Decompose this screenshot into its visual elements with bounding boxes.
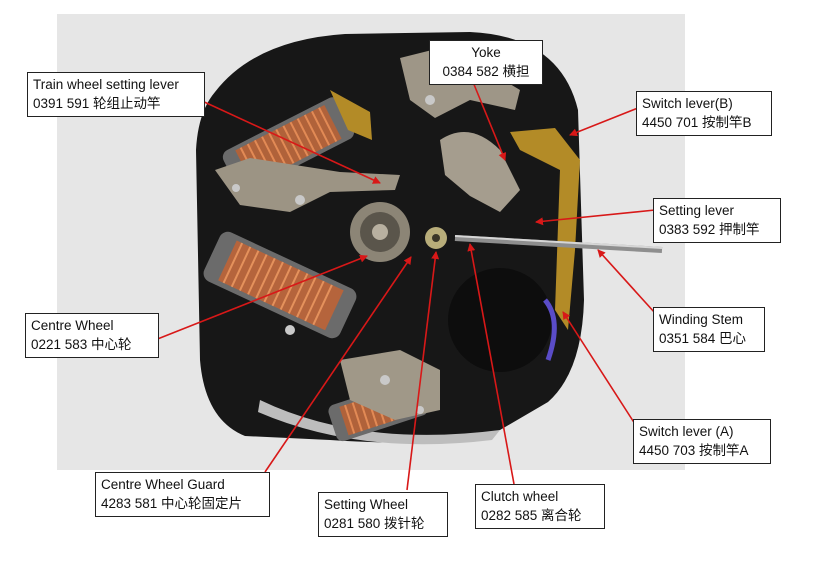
callout-switch-lever-b: Switch lever(B) 4450 701 按制竿B (636, 91, 772, 136)
callout-setting-lever-code: 0383 592 押制竿 (659, 222, 760, 237)
arrow-setting-wheel (406, 251, 440, 491)
callout-switch-lever-a-code: 4450 703 按制竿A (639, 443, 749, 458)
battery-shape (448, 268, 552, 372)
arrow-winding-stem (597, 249, 656, 314)
arrow-switch-lever-b (569, 107, 639, 137)
callout-switch-lever-a-name: Switch lever (A) (639, 424, 734, 439)
callout-train-wheel-setting-lever-name: Train wheel setting lever (33, 77, 179, 92)
callout-setting-wheel-name: Setting Wheel (324, 497, 409, 512)
callout-winding-stem-code: 0351 584 巴心 (659, 331, 747, 346)
callout-centre-wheel-guard-name: Centre Wheel Guard (101, 477, 225, 492)
callout-setting-lever: Setting lever 0383 592 押制竿 (653, 198, 781, 243)
arrow-train-wheel-setting-lever (199, 99, 381, 184)
callout-yoke-code: 0384 582 横担 (442, 64, 530, 79)
arrow-clutch-wheel (467, 243, 515, 485)
callout-clutch-wheel-code: 0282 585 离合轮 (481, 508, 582, 523)
callout-switch-lever-a: Switch lever (A) 4450 703 按制竿A (633, 419, 771, 464)
switch-lever-shape (330, 90, 372, 140)
callout-clutch-wheel: Clutch wheel 0282 585 离合轮 (475, 484, 605, 529)
arrow-centre-wheel-guard (264, 256, 412, 473)
callout-centre-wheel-code: 0221 583 中心轮 (31, 337, 132, 352)
callout-switch-lever-b-code: 4450 701 按制竿B (642, 115, 752, 130)
movement-rim (258, 400, 500, 445)
callout-centre-wheel: Centre Wheel 0221 583 中心轮 (25, 313, 159, 358)
arrow-setting-lever (535, 209, 656, 226)
setting-lever-plate (440, 132, 520, 212)
arrow-switch-lever-a (562, 311, 636, 425)
callout-clutch-wheel-name: Clutch wheel (481, 489, 559, 504)
callout-train-wheel-setting-lever: Train wheel setting lever 0391 591 轮组止动竿 (27, 72, 205, 117)
callout-centre-wheel-name: Centre Wheel (31, 318, 114, 333)
callout-setting-wheel: Setting Wheel 0281 580 拨针轮 (318, 492, 448, 537)
callout-winding-stem: Winding Stem 0351 584 巴心 (653, 307, 765, 352)
switch-lever-b-shape (510, 128, 580, 330)
callout-setting-wheel-code: 0281 580 拨针轮 (324, 516, 425, 531)
winding-stem-shape (454, 235, 663, 253)
bottom-lever-plate (340, 350, 440, 420)
callout-centre-wheel-guard: Centre Wheel Guard 4283 581 中心轮固定片 (95, 472, 270, 517)
callout-setting-lever-name: Setting lever (659, 203, 735, 218)
screws (232, 95, 435, 414)
callout-centre-wheel-guard-code: 4283 581 中心轮固定片 (101, 496, 243, 511)
callout-train-wheel-setting-lever-code: 0391 591 轮组止动竿 (33, 96, 161, 111)
train-wheel-lever-plate (215, 158, 400, 212)
callout-yoke: Yoke 0384 582 横担 (429, 40, 543, 85)
callout-switch-lever-b-name: Switch lever(B) (642, 96, 733, 111)
callout-winding-stem-name: Winding Stem (659, 312, 744, 327)
arrow-yoke (472, 81, 507, 161)
left-coil (203, 231, 357, 339)
callout-yoke-name: Yoke (471, 45, 501, 60)
arrow-centre-wheel (154, 254, 368, 341)
